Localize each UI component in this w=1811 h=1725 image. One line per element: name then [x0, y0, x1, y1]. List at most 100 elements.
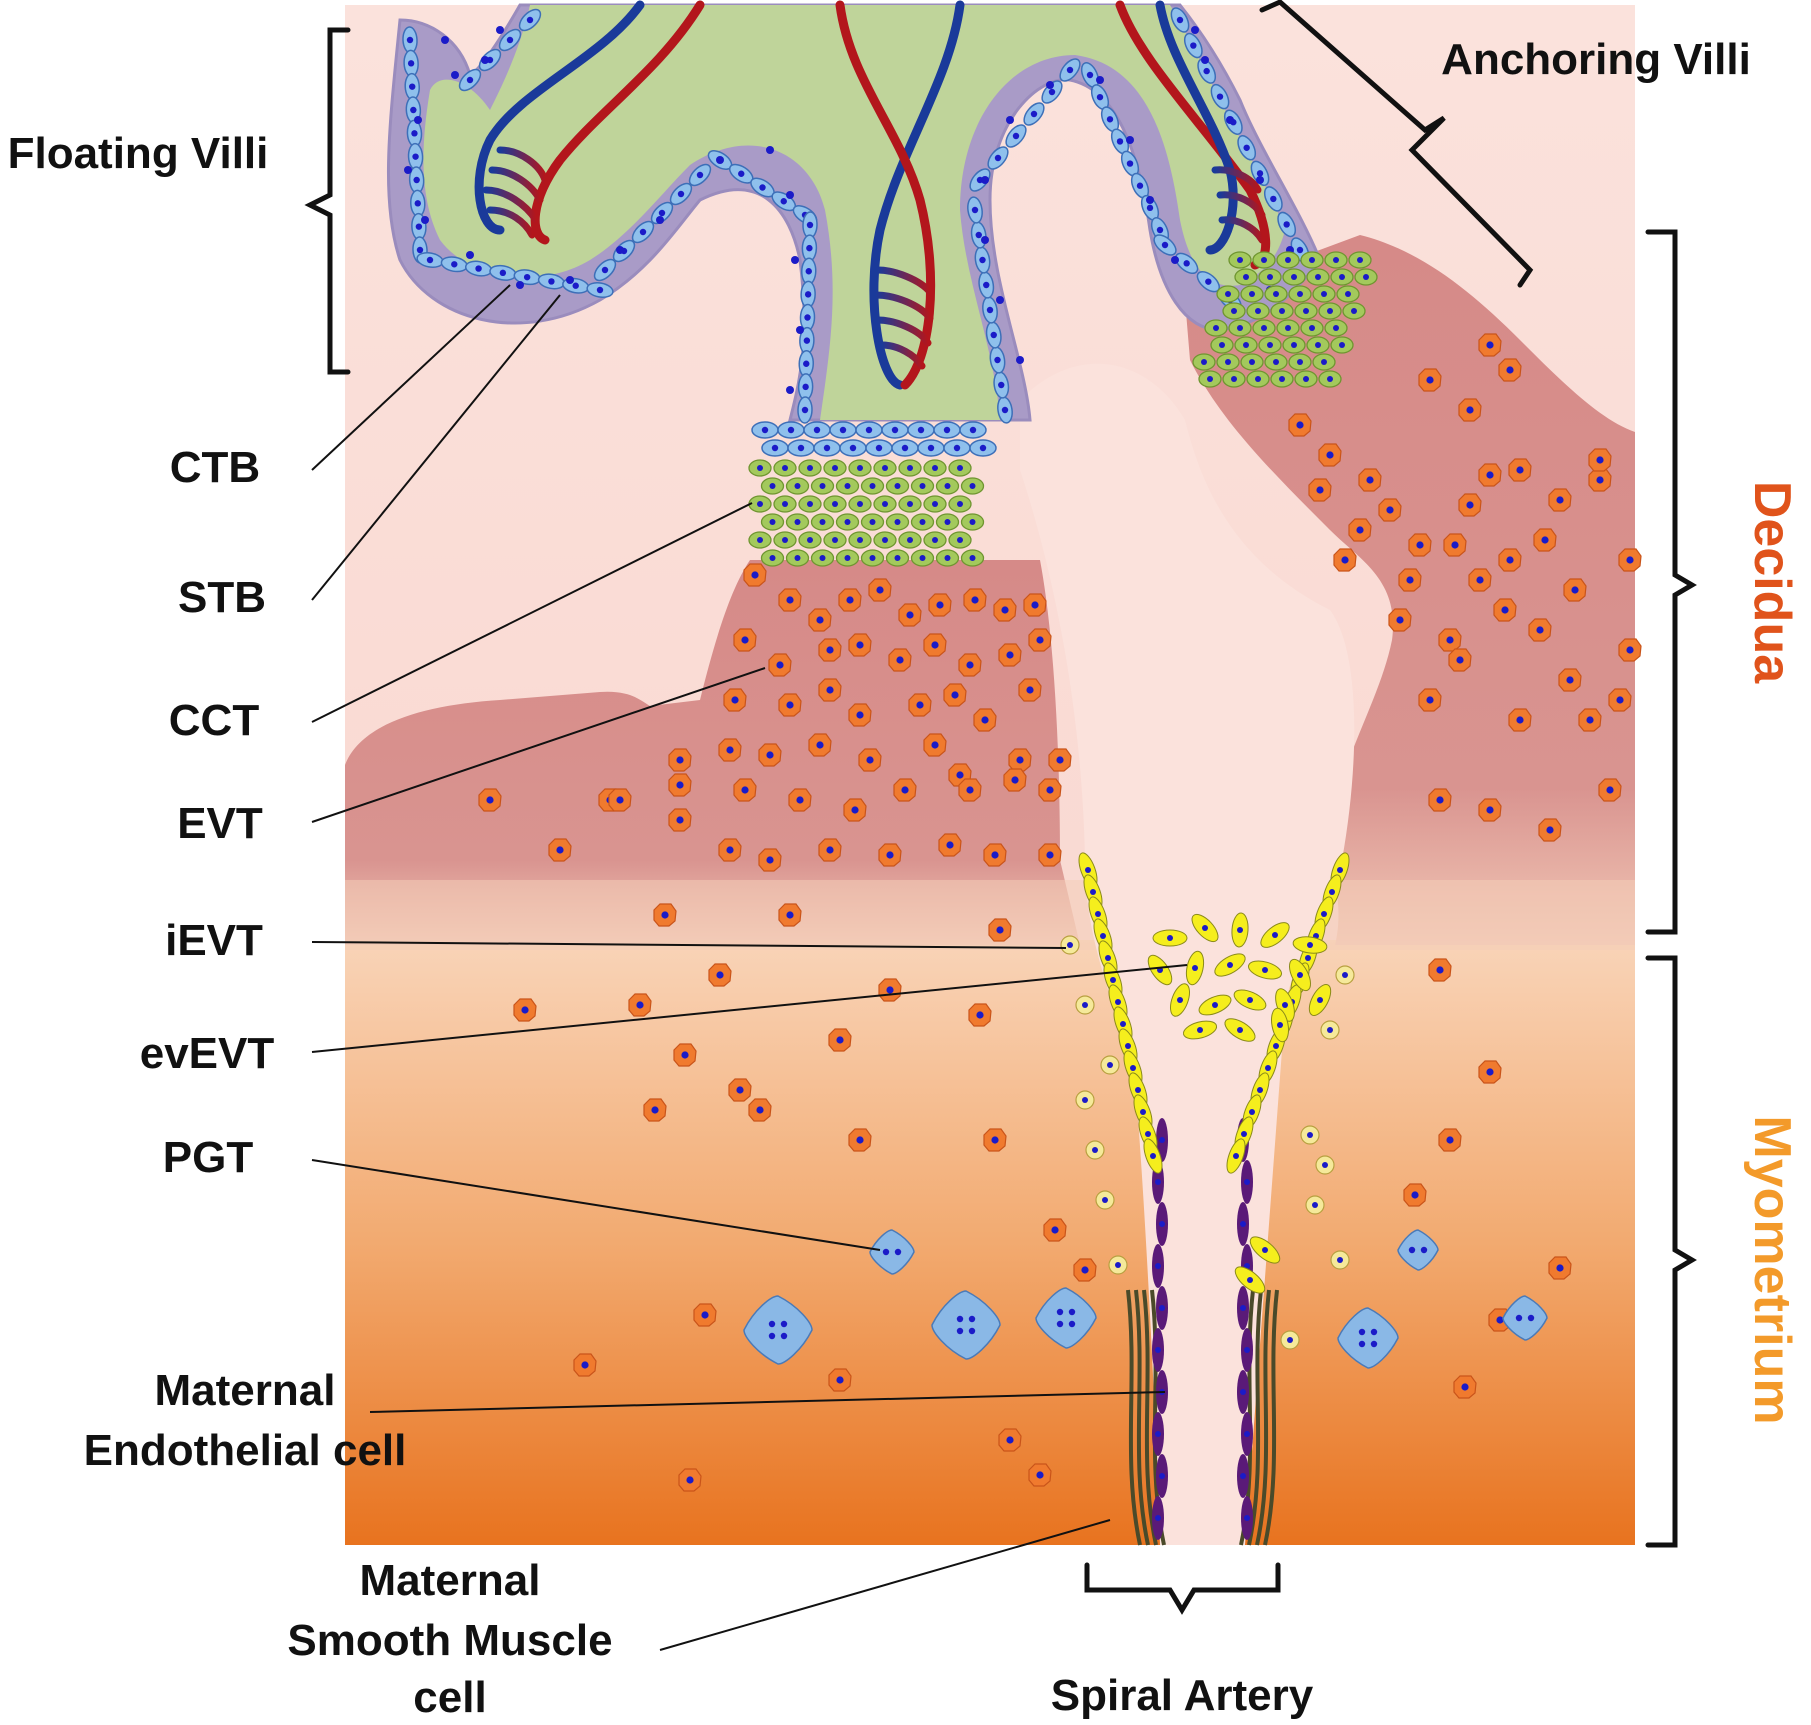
- stb-nucleus: [1191, 26, 1199, 34]
- cct-cell: [1270, 370, 1294, 388]
- bracket-decidua: [1645, 229, 1697, 935]
- ctb-cell: [688, 163, 712, 187]
- evt-cell: [1418, 688, 1442, 712]
- cct-cell: [1198, 370, 1222, 388]
- endothelial-cell: [1152, 1328, 1164, 1372]
- evt-cell: [858, 748, 882, 772]
- cct-cell: [1258, 268, 1282, 286]
- cct-cell: [923, 459, 947, 477]
- leader-evevt: [311, 964, 1188, 1053]
- fetal-vein-right: [1155, 0, 1238, 255]
- cct-cell: [923, 495, 947, 513]
- evt-cell: [998, 1428, 1022, 1452]
- label-floating-villi: Floating Villi: [8, 129, 269, 178]
- stb-nucleus: [1006, 116, 1014, 124]
- evt-cell: [1508, 458, 1532, 482]
- ctb-cell: [631, 220, 655, 244]
- evt-cell: [818, 838, 842, 862]
- cct-cell: [773, 459, 797, 477]
- endovascular-evt-cells: [1078, 852, 1350, 1294]
- ctb-cell: [751, 421, 779, 439]
- cct-cell: [910, 549, 935, 567]
- cct-cell: [810, 477, 835, 495]
- smooth-muscle-fiber: [1134, 1289, 1150, 1546]
- evt-cell: [818, 678, 842, 702]
- cct-cell: [1288, 353, 1312, 371]
- cct-cell: [798, 531, 822, 549]
- interstitial-evt-cells: [1060, 935, 1355, 1350]
- cct-cell: [785, 549, 810, 567]
- evt-cell: [478, 788, 502, 812]
- evt-cell: [923, 633, 947, 657]
- cct-cell: [898, 531, 922, 549]
- evt-cell: [1588, 448, 1612, 472]
- cct-cell: [1246, 370, 1270, 388]
- pgt-cell: [1502, 1295, 1548, 1341]
- cct-cell: [798, 459, 822, 477]
- cct-cell: [748, 459, 772, 477]
- evt-cell: [1318, 443, 1342, 467]
- cct-cell: [823, 459, 847, 477]
- cct-cell: [948, 495, 972, 513]
- evt-cell: [1508, 708, 1532, 732]
- label-pgt: PGT: [163, 1133, 254, 1182]
- ctb-cell: [891, 439, 919, 457]
- evt-cell: [1018, 678, 1042, 702]
- cct-cell: [1330, 336, 1354, 354]
- evt-cell: [928, 593, 952, 617]
- cct-cell: [760, 549, 785, 567]
- evt-cell: [1578, 708, 1602, 732]
- cct-cell: [1192, 353, 1216, 371]
- villus-mesenchymal-core: [423, 5, 1285, 420]
- endothelial-cell: [1241, 1412, 1253, 1456]
- evt-cell: [733, 628, 757, 652]
- evevt-cell: [1234, 1266, 1266, 1294]
- evt-cell: [708, 963, 732, 987]
- label-ievt: iEVT: [165, 916, 263, 965]
- ctb-cell: [865, 439, 893, 457]
- evt-cell: [878, 843, 902, 867]
- cct-cell: [960, 549, 985, 567]
- cct-cell: [1312, 285, 1336, 303]
- ctb-cell: [593, 258, 617, 282]
- evt-cell: [643, 1098, 667, 1122]
- cct-cell: [948, 531, 972, 549]
- ctb-cell: [1153, 234, 1177, 256]
- cct-cell: [1204, 319, 1228, 337]
- evt-cell: [1598, 778, 1622, 802]
- evt-cell: [1608, 688, 1632, 712]
- ievt-cell: [1060, 935, 1080, 955]
- evt-cell: [998, 643, 1022, 667]
- ctb-cell: [993, 371, 1010, 399]
- evevt-cell: [1308, 984, 1332, 1016]
- evt-cell: [628, 993, 652, 1017]
- ctb-cell: [943, 439, 971, 457]
- cct-cell: [1312, 353, 1336, 371]
- leader-stb: [311, 294, 561, 601]
- pgt-cell: [1337, 1307, 1399, 1369]
- evt-cell: [828, 1368, 852, 1392]
- cct-cell: [1234, 268, 1258, 286]
- stb-nucleus: [791, 256, 799, 264]
- ctb-cell: [1237, 135, 1257, 161]
- ctb-cell: [669, 182, 693, 206]
- evt-cell: [983, 1128, 1007, 1152]
- evt-cell: [1478, 1060, 1502, 1084]
- evt-cell: [1538, 818, 1562, 842]
- ctb-cell: [799, 326, 815, 355]
- stb-nucleus: [616, 246, 624, 254]
- ctb-cell: [586, 281, 614, 299]
- cct-cell: [960, 513, 985, 531]
- cct-cell: [1318, 302, 1342, 320]
- ctb-cell: [1263, 186, 1283, 212]
- evt-cell: [993, 598, 1017, 622]
- cct-cell: [898, 495, 922, 513]
- fetal-vein-left: [474, 0, 645, 235]
- stb-nucleus: [766, 146, 774, 154]
- evt-cell: [693, 1303, 717, 1327]
- leader-ievt: [311, 941, 1067, 949]
- evevt-cell: [1271, 1007, 1289, 1043]
- evt-cell: [1028, 628, 1052, 652]
- evevt-cell: [1249, 1236, 1281, 1264]
